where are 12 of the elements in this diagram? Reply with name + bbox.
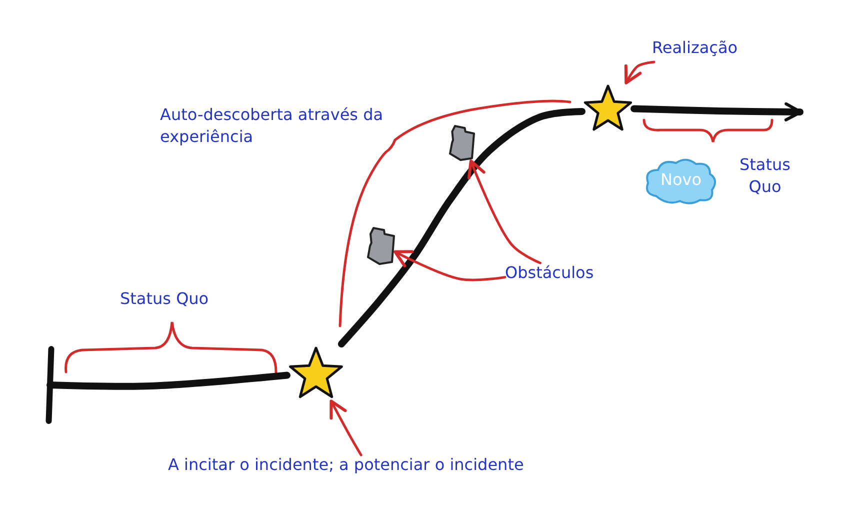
pointer-arrow xyxy=(330,400,362,456)
phase-label: Auto-descoberta através da experiência xyxy=(160,104,384,148)
annotation-text: Obstáculos xyxy=(505,263,594,282)
pointer-arrow xyxy=(624,60,656,84)
annotation-text: Realização xyxy=(652,38,738,57)
pointer-arrow xyxy=(468,160,542,264)
cloud-label: Novo xyxy=(659,170,702,191)
pointer-arrow xyxy=(394,250,506,282)
phase-label: Status Quo xyxy=(738,154,792,198)
timeline-arrow xyxy=(630,102,804,122)
annotation-text: A incitar o incidente; a potenciar o incidente xyxy=(168,455,524,474)
phase-label: Status Quo xyxy=(120,288,210,310)
